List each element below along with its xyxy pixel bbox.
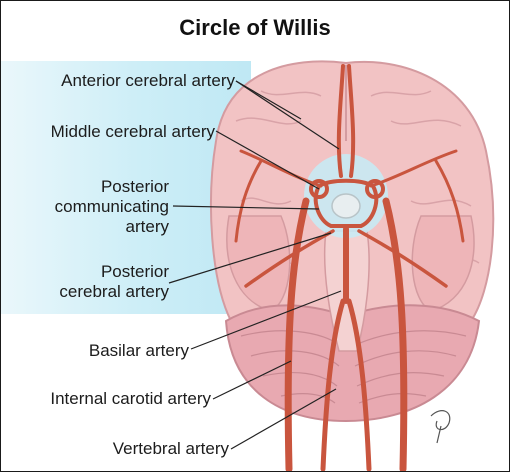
label-line: artery (125, 217, 169, 236)
label-middle-cerebral-artery: Middle cerebral artery (50, 122, 215, 141)
label-posterior-cerebral-artery: Posterior cerebral artery (11, 262, 169, 302)
artist-signature (430, 410, 451, 444)
label-line: Posterior (100, 262, 169, 281)
pituitary (331, 193, 361, 219)
label-line: Posterior (100, 177, 169, 196)
label-vertebral-artery: Vertebral artery (112, 439, 229, 458)
label-posterior-communicating-artery: Posterior communicating artery (11, 177, 169, 237)
label-line: communicating (54, 197, 169, 216)
label-internal-carotid-artery: Internal carotid artery (50, 389, 211, 408)
leader-lines (168, 80, 342, 450)
figure-title: Circle of Willis (179, 15, 331, 40)
label-anterior-cerebral-artery: Anterior cerebral artery (61, 71, 235, 90)
temporal-lobes (226, 215, 475, 312)
label-highlight-band (1, 61, 251, 314)
arteries (234, 64, 465, 471)
label-basilar-artery: Basilar artery (88, 341, 189, 360)
label-line: cerebral artery (59, 282, 169, 301)
